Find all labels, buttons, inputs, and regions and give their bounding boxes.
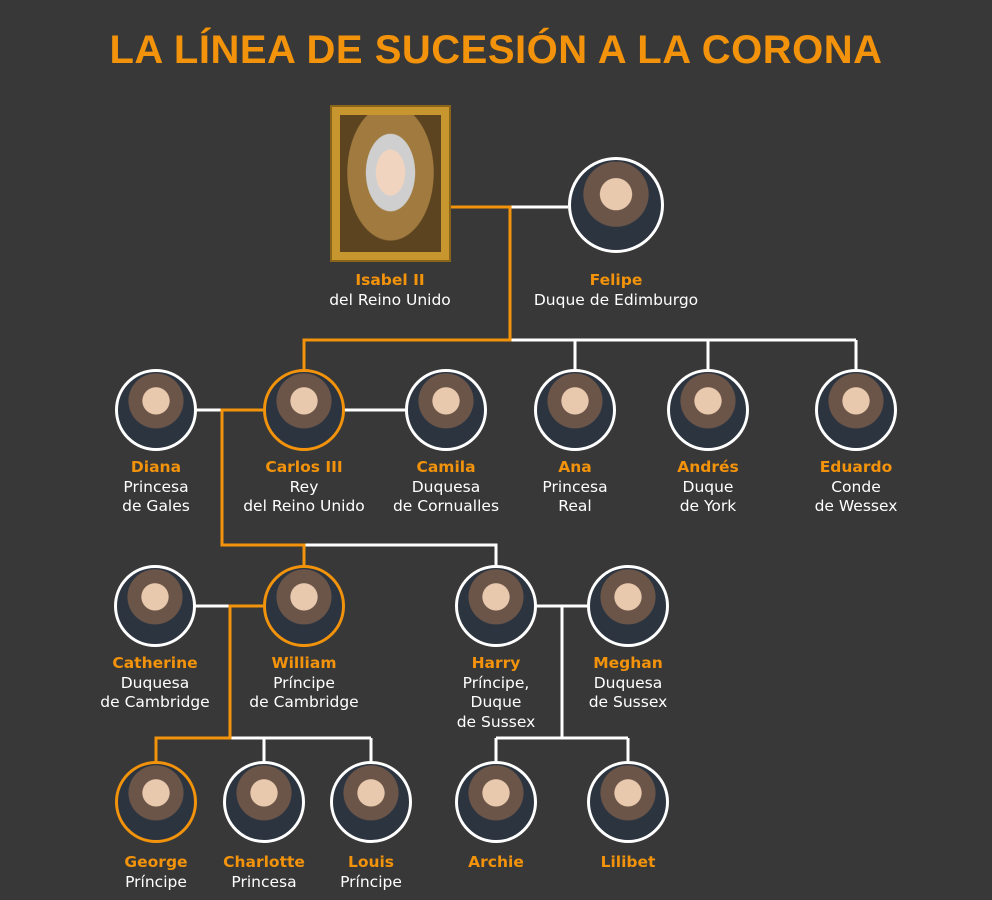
portrait-eduardo <box>815 369 897 451</box>
person-title-line: de Sussex <box>588 693 668 711</box>
person-title-line: Duquesa <box>120 673 190 692</box>
person-name: William <box>271 654 337 672</box>
person-name: Carlos III <box>265 458 343 476</box>
portrait-louis <box>330 761 412 843</box>
person-name: Camila <box>416 458 476 476</box>
person-name: Ana <box>558 458 592 476</box>
person-name: Louis <box>347 853 395 871</box>
portrait-harry <box>455 565 537 647</box>
person-name: Felipe <box>589 271 643 289</box>
person-title-line: Duquesa <box>411 477 481 496</box>
person-title-line: Princesa <box>231 872 297 891</box>
person-title-line: Príncipe <box>273 673 335 692</box>
portrait-frame-isabel <box>330 105 451 262</box>
person-title-line: de Gales <box>122 497 190 515</box>
person-name: Harry <box>471 654 521 672</box>
person-title-line: de Wessex <box>814 497 898 515</box>
person-title-line: Real <box>558 497 592 515</box>
person-name: Meghan <box>593 654 663 672</box>
portrait-andres <box>667 369 749 451</box>
person-title-line: Conde <box>831 477 881 496</box>
person-title-line: de Cornualles <box>392 497 500 515</box>
person-name: Archie <box>468 853 524 871</box>
portrait-carlos <box>263 369 345 451</box>
page-title: LA LÍNEA DE SUCESIÓN A LA CORONA <box>109 28 883 72</box>
person-title-line: de Sussex <box>456 712 536 731</box>
person-title-line: Princesa <box>123 477 189 496</box>
white-connectors <box>195 205 858 762</box>
person-title-line: de York <box>679 497 737 515</box>
portrait-charlotte <box>223 761 305 843</box>
person-title-line: Duque <box>682 477 734 496</box>
person-title-line: Duque de Edimburgo <box>533 290 699 309</box>
person-title-line: Duquesa <box>593 673 663 692</box>
portrait-camila <box>405 369 487 451</box>
person-title-line: Princesa <box>542 477 608 496</box>
portrait-meghan <box>587 565 669 647</box>
person-label-archie: Archie <box>386 853 606 873</box>
person-title-line: Príncipe <box>125 872 187 891</box>
portrait-george <box>115 761 197 843</box>
portrait-archie <box>455 761 537 843</box>
portrait-lilibet <box>587 761 669 843</box>
person-name: Isabel II <box>355 271 425 289</box>
person-name: George <box>124 853 188 871</box>
person-title-line: Príncipe <box>340 872 402 891</box>
succession-connectors <box>154 205 512 762</box>
portrait-felipe <box>568 157 664 253</box>
person-label-lilibet: Lilibet <box>518 853 738 873</box>
portrait-ana <box>534 369 616 451</box>
person-name: Catherine <box>112 654 198 672</box>
portrait-diana <box>115 369 197 451</box>
person-name: Lilibet <box>600 853 656 871</box>
person-title-line: Príncipe, <box>462 673 530 692</box>
person-name: Eduardo <box>819 458 893 476</box>
person-name: Diana <box>130 458 182 476</box>
person-title-line: del Reino Unido <box>329 290 451 309</box>
portrait-william <box>263 565 345 647</box>
person-title-line: de Cambridge <box>249 693 359 711</box>
person-title-line: Duque <box>470 693 522 711</box>
portrait-catherine <box>114 565 196 647</box>
person-title-line: del Reino Unido <box>243 497 365 515</box>
person-name: Andrés <box>677 458 739 476</box>
person-title-line: de Cambridge <box>100 693 210 711</box>
person-name: Charlotte <box>223 853 305 871</box>
person-title-line: Rey <box>289 477 319 496</box>
